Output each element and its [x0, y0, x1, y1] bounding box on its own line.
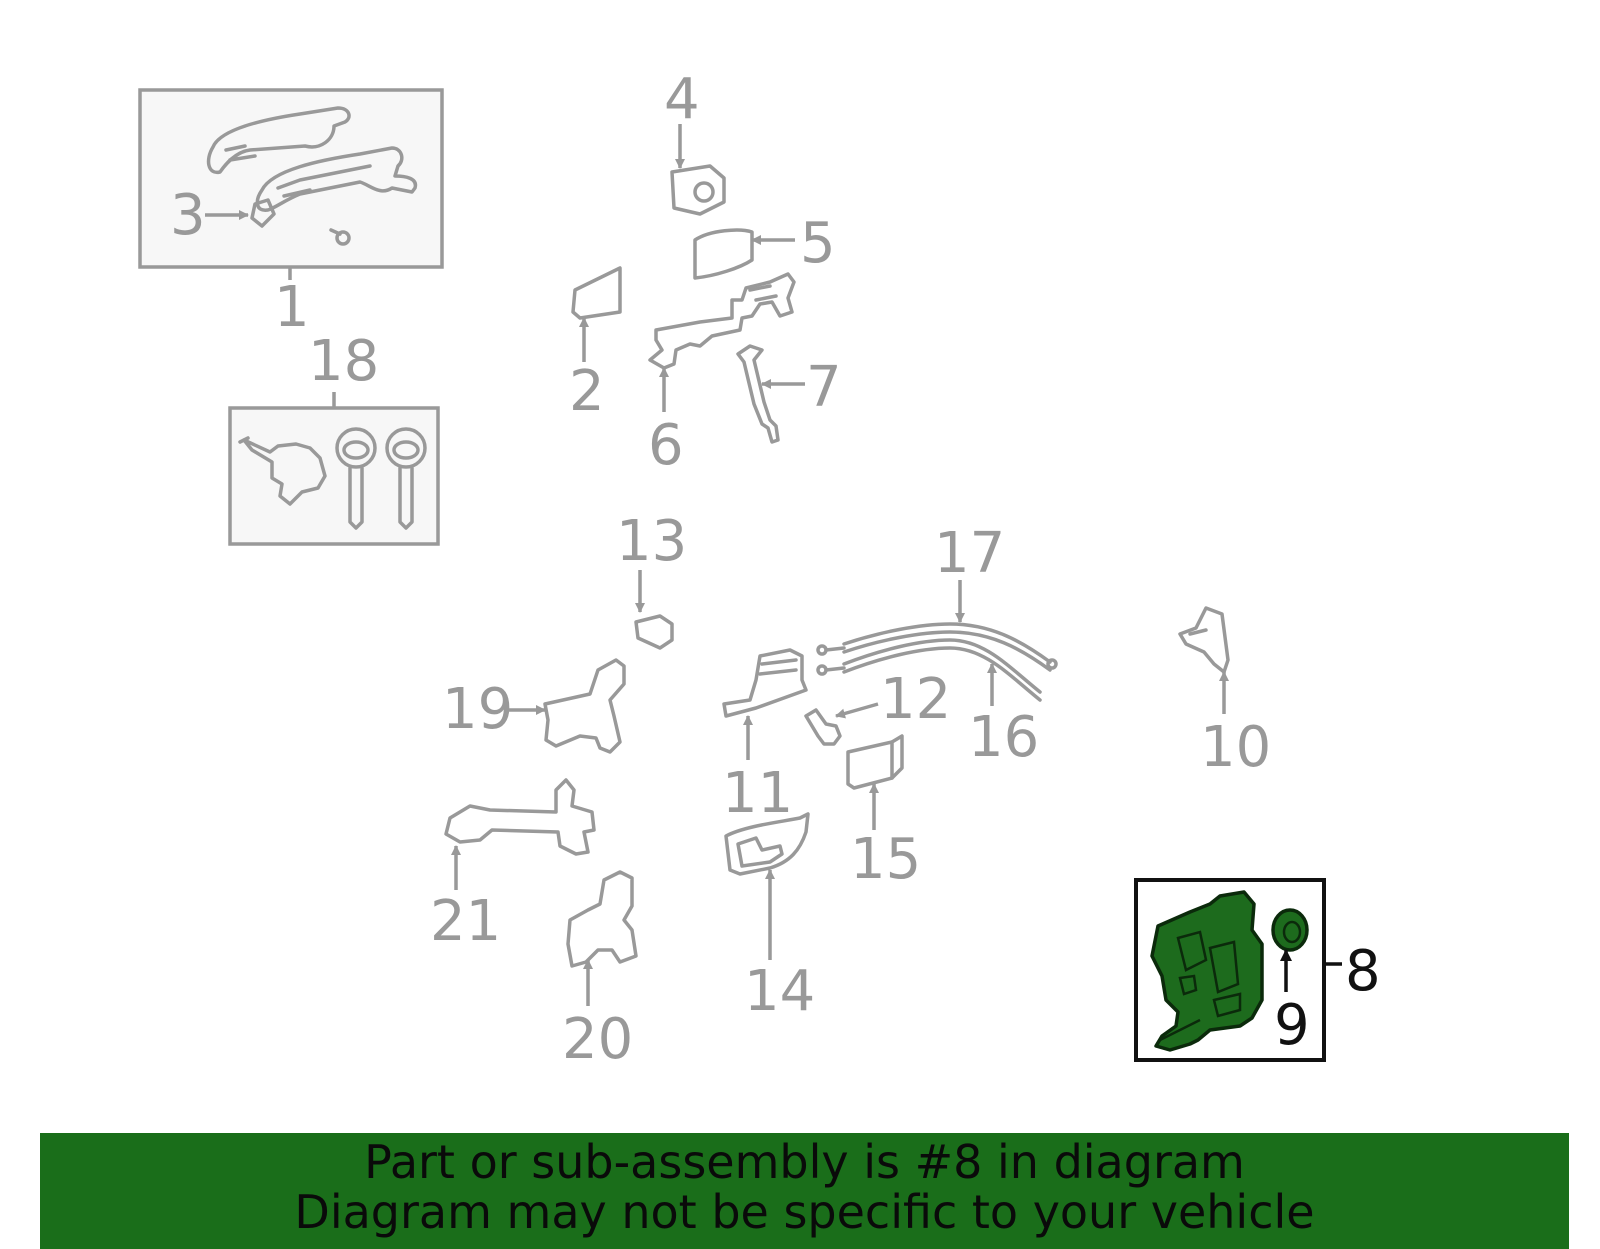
callout-7: 7 [806, 355, 842, 420]
callout-15: 15 [850, 827, 921, 892]
part-14-handle-bezel[interactable]: 14 [724, 812, 815, 1024]
part-11-inside-handle[interactable]: 11 [722, 648, 808, 826]
part-16-cable[interactable]: 16 [816, 638, 1042, 770]
callout-4: 4 [664, 67, 700, 132]
callout-1: 1 [274, 275, 310, 340]
part-12-screw[interactable]: 12 [804, 667, 951, 746]
part-1-outer-handle-group[interactable]: 3 1 [138, 88, 444, 340]
part-4-cylinder-cap[interactable]: 4 [664, 67, 726, 216]
footer-line-2: Diagram may not be specific to your vehi… [294, 1185, 1315, 1239]
footer-line-1: Part or sub-assembly is #8 in diagram [364, 1135, 1245, 1189]
callout-11: 11 [722, 761, 793, 826]
part-15-module[interactable]: 15 [846, 734, 921, 892]
part-2-pad[interactable]: 2 [569, 266, 622, 424]
callout-10: 10 [1200, 715, 1271, 780]
callout-5: 5 [800, 211, 836, 276]
callout-12: 12 [880, 667, 951, 732]
callout-16: 16 [968, 705, 1039, 770]
footer-banner: Part or sub-assembly is #8 in diagram Di… [40, 1133, 1569, 1249]
callout-20: 20 [562, 1007, 633, 1072]
part-6-handle-frame[interactable]: 6 [648, 272, 796, 478]
part-7-rod[interactable]: 7 [736, 344, 842, 444]
callout-14: 14 [744, 959, 815, 1024]
callout-8: 8 [1345, 939, 1381, 1004]
callout-17: 17 [934, 521, 1005, 586]
part-10-striker[interactable]: 10 [1178, 606, 1271, 780]
part-20-bracket[interactable]: 20 [562, 870, 638, 1072]
callout-9: 9 [1274, 993, 1310, 1058]
callout-21: 21 [430, 889, 501, 954]
callout-2: 2 [569, 359, 605, 424]
part-18-key-set-group[interactable]: 18 [228, 329, 440, 546]
part-13-clip[interactable]: 13 [616, 509, 687, 650]
callout-13: 13 [616, 509, 687, 574]
part-19-bracket[interactable]: 19 [442, 658, 626, 754]
callout-19: 19 [442, 677, 513, 742]
part-5-pad[interactable]: 5 [693, 211, 836, 280]
part-17-cable[interactable]: 17 [816, 521, 1058, 672]
part-21-door-check[interactable]: 21 [430, 778, 596, 954]
part-8-door-lock-assembly[interactable]: 8 [1134, 878, 1381, 1062]
callout-18: 18 [308, 329, 379, 394]
part-9-grommet[interactable]: 9 [1271, 908, 1310, 1058]
callout-3: 3 [170, 183, 206, 248]
callout-6: 6 [648, 413, 684, 478]
